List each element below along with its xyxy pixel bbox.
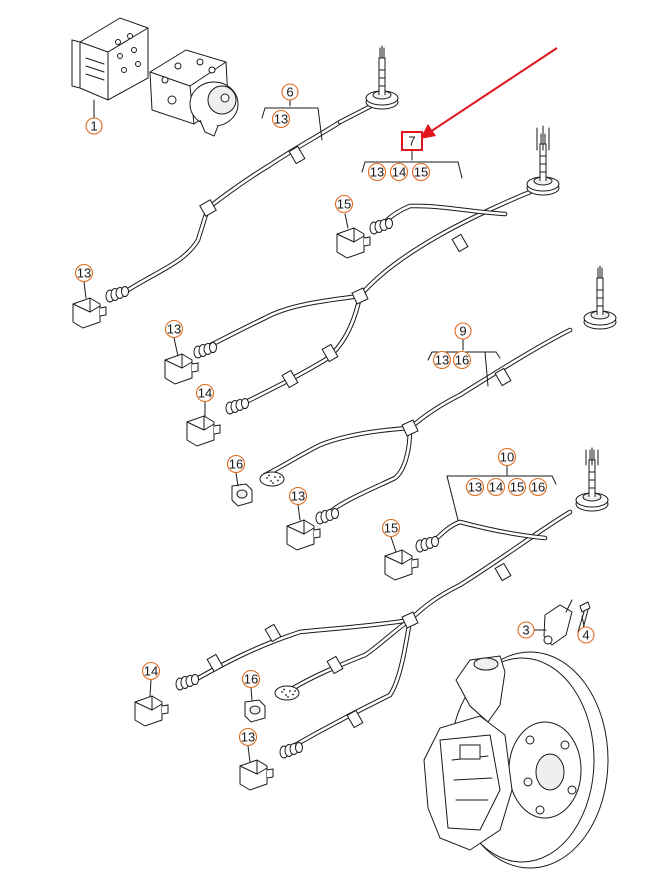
brake-hub-assembly [423, 599, 609, 869]
abs-control-unit [71, 17, 239, 137]
callout-10-sub-c: 15 [510, 480, 524, 495]
callout-9-label: 9 [459, 324, 466, 339]
callout-6: 6 13 [271, 83, 299, 129]
callout-9-sub-b: 16 [455, 353, 469, 368]
callout-16-b: 16 [241, 669, 261, 689]
callout-1-label: 1 [90, 119, 97, 134]
callout-9: 9 13 16 [432, 322, 472, 370]
callout-14-a-label: 14 [198, 386, 212, 401]
callout-10-sub-b: 14 [489, 480, 503, 495]
callout-1: 1 [85, 117, 103, 135]
callout-14-b: 14 [141, 661, 161, 681]
callout-3: 3 [517, 621, 535, 639]
callout-3-label: 3 [522, 623, 529, 638]
callout-13-c: 13 [288, 486, 308, 506]
highlight-marker [420, 47, 558, 139]
callout-14-b-label: 14 [144, 664, 158, 679]
callout-13-d: 13 [238, 727, 258, 747]
callout-13-a: 13 [74, 263, 94, 283]
callout-10-label: 10 [500, 450, 514, 465]
callout-16-a-label: 16 [229, 457, 243, 472]
callouts: 1 6 13 7 13 14 15 13 15 13 [74, 83, 595, 747]
callout-15-a: 15 [334, 194, 354, 214]
callout-9-sub-a: 13 [435, 353, 449, 368]
callout-15-b-label: 15 [384, 521, 398, 536]
highlight-box [401, 131, 423, 151]
callout-10-sub-d: 16 [531, 480, 545, 495]
callout-6-sub-label: 13 [274, 112, 288, 127]
callout-7-label: 7 [408, 134, 415, 149]
callout-15-b: 15 [381, 518, 401, 538]
callout-10-sub-a: 13 [468, 480, 482, 495]
callout-7-sub-a: 13 [370, 165, 384, 180]
callout-7-sub-b: 14 [392, 165, 406, 180]
grommets [365, 45, 617, 512]
callout-4-label: 4 [582, 628, 589, 643]
callout-13-c-label: 13 [291, 489, 305, 504]
callout-4: 4 [577, 626, 595, 644]
wiring-harnesses [125, 101, 573, 751]
callout-13-b: 13 [164, 319, 184, 339]
callout-14-a: 14 [195, 383, 215, 403]
callout-13-d-label: 13 [241, 730, 255, 745]
callout-16-a: 16 [226, 454, 246, 474]
callout-16-b-label: 16 [244, 672, 258, 687]
callout-13-b-label: 13 [167, 322, 181, 337]
callout-13-a-label: 13 [77, 266, 91, 281]
callout-10: 10 13 14 15 16 [465, 447, 548, 497]
sensor-connectors [72, 218, 439, 791]
pointer-arrow [429, 47, 558, 133]
callout-7: 7 13 14 15 [367, 131, 431, 182]
callout-15-a-label: 15 [337, 197, 351, 212]
callout-7-sub-c: 15 [414, 165, 428, 180]
callout-6-label: 6 [286, 85, 293, 100]
